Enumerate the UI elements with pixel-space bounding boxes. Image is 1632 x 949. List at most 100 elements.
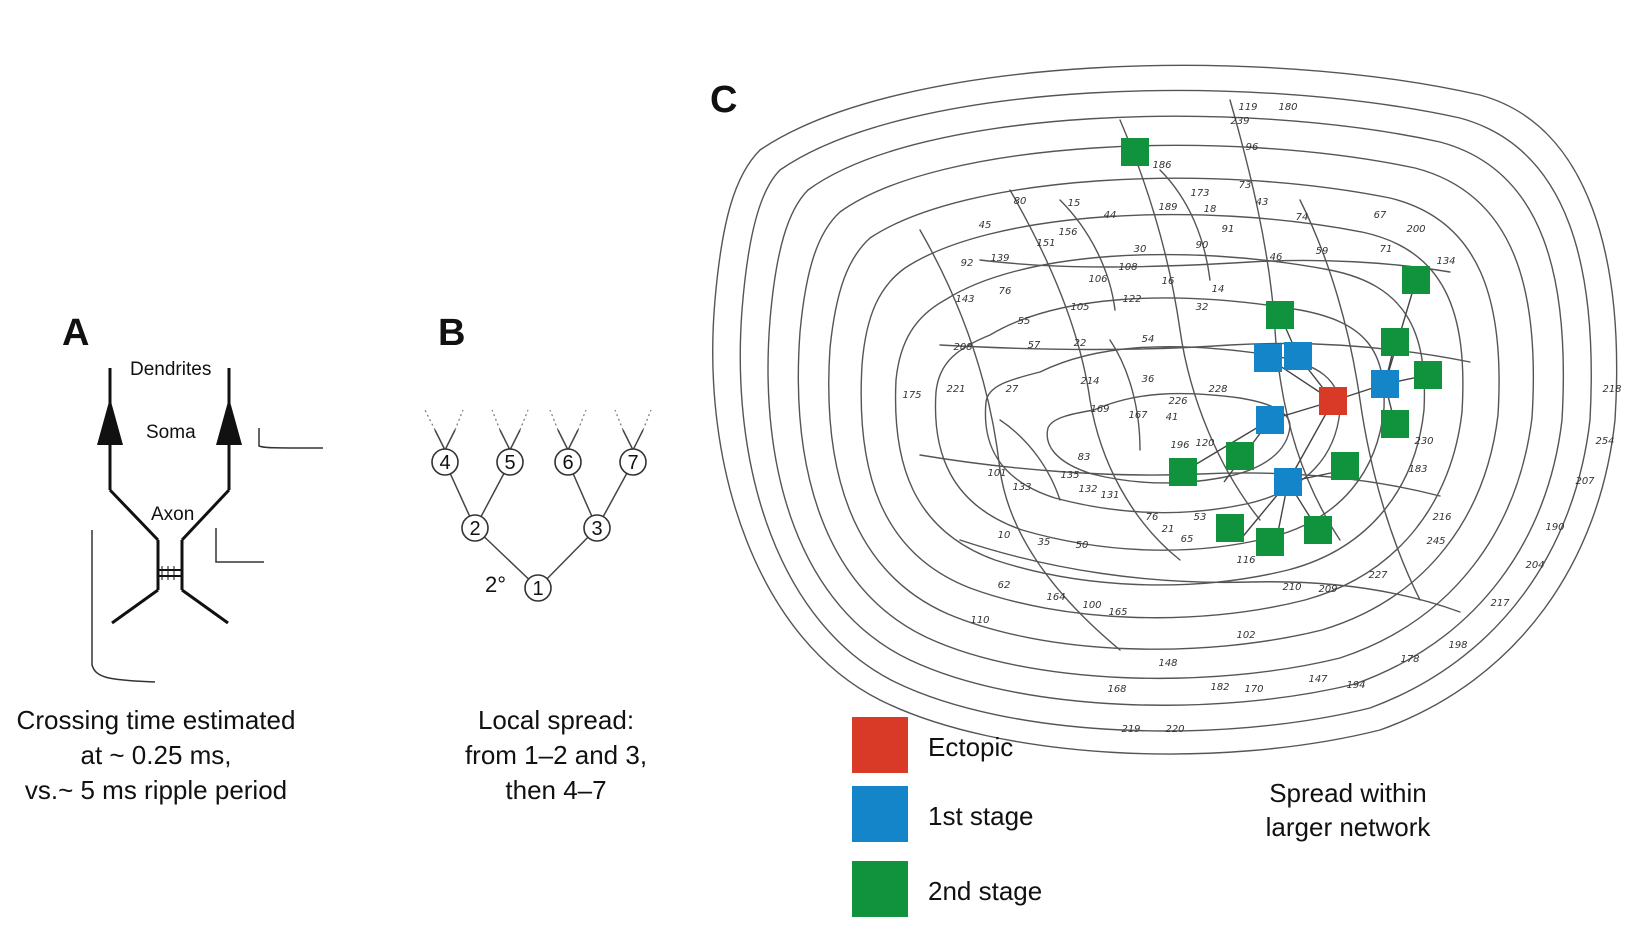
contour-label: 139 [990,253,1009,264]
contour-label: 170 [1244,684,1263,695]
svg-text:Crossing time estimated: Crossing time estimated [17,705,296,735]
contour-label: 169 [1090,404,1109,415]
tree-node-label: 2 [469,518,480,540]
contour-label: 218 [1602,384,1621,395]
contour-label: 43 [1256,197,1269,208]
contour-label: 182 [1210,682,1229,693]
contour-label: 173 [1190,188,1209,199]
contour-label: 156 [1058,227,1077,238]
contour-label: 50 [1076,540,1089,551]
contour-label: 106 [1088,274,1107,285]
contour-label: 65 [1181,534,1194,545]
caption-a: Crossing time estimated at ~ 0.25 ms, vs… [17,705,296,805]
contour-label: 200 [1406,224,1425,235]
svg-text:vs.~ 5 ms ripple period: vs.~ 5 ms ripple period [25,775,287,805]
contour-label: 196 [1170,440,1189,451]
contour-label: 21 [1162,524,1175,535]
label-axon: Axon [151,504,194,525]
legend-swatch [852,786,908,842]
contour-label: 190 [1545,522,1564,533]
contour-label: 245 [1426,536,1445,547]
contour-label: 122 [1122,294,1141,305]
contour-label: 15 [1068,198,1081,209]
contour-label: 96 [1246,142,1259,153]
contour-label: 164 [1046,592,1065,603]
second-stage-marker [1304,516,1332,544]
contour-label: 204 [1525,560,1544,571]
contour-label: 133 [1012,482,1031,493]
contour-label: 239 [1230,116,1249,127]
second-stage-marker [1121,138,1149,166]
first-stage-marker [1274,468,1302,496]
tree-dotted [424,409,652,431]
tree-node: 6 [554,448,582,476]
panel-a-letter: A [62,312,89,354]
contour-label: 208 [953,342,972,353]
tree-node: 1 [524,574,552,602]
contour-label: 54 [1142,334,1155,345]
order-label: 2° [485,572,506,597]
neuron-left [108,368,160,625]
contour-label: 189 [1158,202,1177,213]
contour-label: 216 [1432,512,1451,523]
contour-label: 175 [902,390,921,401]
second-stage-marker [1402,266,1430,294]
contour-label: 73 [1239,180,1252,191]
contour-label: 55 [1018,316,1031,327]
legend-label: Ectopic [928,732,1013,762]
tree-node: 4 [431,448,459,476]
panel-b-letter: B [438,312,465,354]
contour-label: 228 [1208,384,1227,395]
legend-swatch [852,861,908,917]
first-stage-marker [1284,342,1312,370]
contour-label: 46 [1270,252,1283,263]
svg-text:Spread within: Spread within [1269,778,1427,808]
contour-label: 134 [1436,256,1455,267]
contour-label: 180 [1278,102,1297,113]
contour-label: 186 [1152,160,1171,171]
svg-text:at ~ 0.25 ms,: at ~ 0.25 ms, [80,740,231,770]
contour-label: 16 [1162,276,1175,287]
soma-right-icon [216,398,242,445]
second-stage-marker [1216,514,1244,542]
contour-label: 226 [1168,396,1187,407]
contour-label: 178 [1400,654,1419,665]
contour-label: 198 [1448,640,1467,651]
second-stage-marker [1331,452,1359,480]
label-soma: Soma [146,422,196,443]
legend-label: 1st stage [928,801,1034,831]
panel-a: A Dendrites Soma [17,312,324,805]
caption-c: Spread within larger network [1266,778,1432,842]
contour-label: 18 [1204,204,1217,215]
contour-label: 30 [1134,244,1147,255]
label-dendrites: Dendrites [130,359,211,380]
tree-node-label: 4 [439,452,450,474]
ectopic-marker [1319,387,1347,415]
tree-edges [434,429,644,589]
contour-label: 147 [1308,674,1328,685]
legend-item: 1st stage [852,786,1034,842]
contour-label: 214 [1080,376,1099,387]
contour-label: 14 [1212,284,1225,295]
tree-node: 3 [583,514,611,542]
contour-label: 210 [1282,582,1301,593]
contour-label: 10 [998,530,1011,541]
legend-swatch [852,717,908,773]
contour-label: 105 [1070,302,1089,313]
svg-text:larger network: larger network [1266,812,1432,842]
tree-node-label: 3 [591,518,602,540]
caption-b: Local spread: from 1–2 and 3, then 4–7 [465,705,647,805]
contour-label: 143 [955,294,974,305]
svg-text:then 4–7: then 4–7 [505,775,606,805]
contour-label: 74 [1296,212,1309,223]
trace-top [258,428,324,449]
tree-node: 2 [461,514,489,542]
contour-label: 80 [1014,196,1027,207]
contour-label: 62 [998,580,1011,591]
first-stage-marker [1256,406,1284,434]
second-stage-marker [1381,328,1409,356]
contour-label: 44 [1104,210,1117,221]
contour-label: 76 [1146,512,1159,523]
